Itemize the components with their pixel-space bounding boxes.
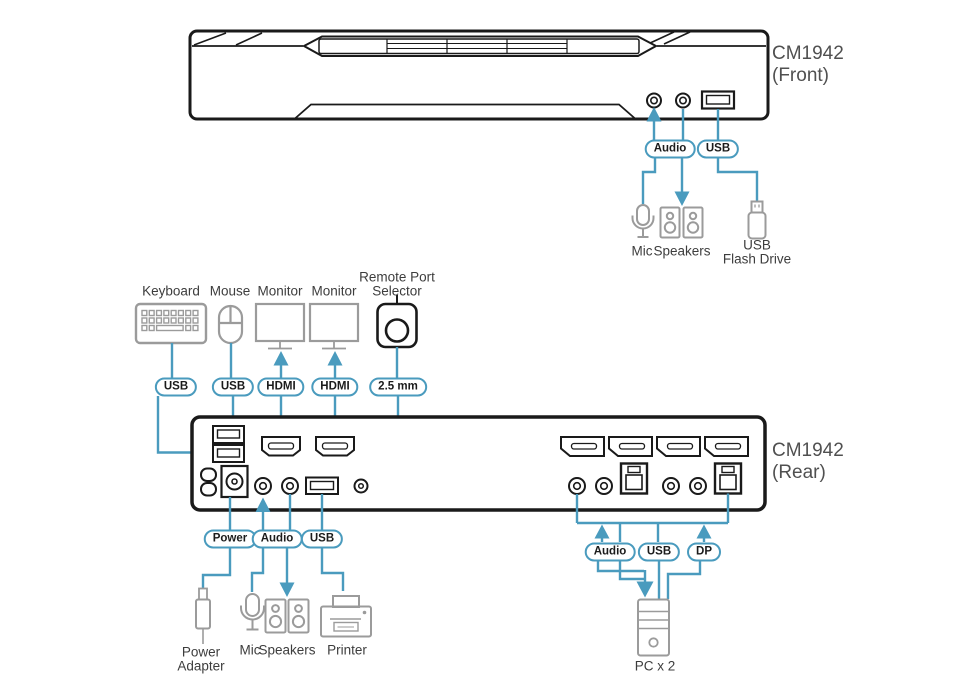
label-pc-x2: PC x 2: [634, 658, 676, 674]
label-monitor-2: Monitor: [311, 283, 357, 299]
remote-port-selector-icon: [376, 295, 418, 349]
pill-pc-usb: USB: [637, 542, 681, 562]
pill-pc-dp: DP: [687, 542, 721, 562]
label-front-mic: Mic: [631, 243, 653, 259]
front-title: CM1942 (Front): [772, 43, 844, 87]
front-audio-jacks: [646, 92, 691, 109]
label-flash-drive-1: USB: [743, 237, 771, 253]
rear-displayport-ports: [560, 436, 749, 457]
label-front-speakers: Speakers: [653, 243, 711, 259]
power-adapter-icon: [195, 587, 211, 644]
rear-left-lower-ports: [200, 464, 369, 499]
pill-mouse-usb: USB: [211, 377, 255, 397]
monitor-icon-2: [308, 302, 360, 350]
rear-bottom-left-lines: [201, 494, 345, 592]
pill-front-audio: Audio: [644, 139, 696, 159]
front-title-model: CM1942: [772, 43, 844, 64]
pill-front-usb: USB: [696, 139, 740, 159]
usb-flash-drive-icon: [747, 200, 767, 240]
speakers-icon-rear: [264, 598, 310, 634]
front-arrowheads: [646, 107, 690, 206]
rear-right-arrowheads: [594, 524, 712, 598]
label-power-adapter-1: Power: [181, 644, 221, 660]
rear-bottom-left-arrowheads: [255, 497, 295, 597]
mouse-icon: [217, 304, 244, 345]
rear-right-lines: [575, 493, 730, 599]
rear-title: CM1942 (Rear): [772, 440, 844, 484]
label-power-adapter-2: Adapter: [177, 658, 225, 674]
rear-chassis: [190, 415, 767, 512]
label-remote-port-1: Remote Port: [359, 269, 435, 285]
rear-title-view: (Rear): [772, 462, 826, 483]
pill-power: Power: [203, 529, 257, 549]
pill-keyboard-usb: USB: [154, 377, 198, 397]
label-rear-speakers: Speakers: [258, 642, 316, 658]
front-chassis: [188, 29, 770, 121]
pill-25mm-jack: 2.5 mm: [369, 377, 427, 397]
label-printer: Printer: [327, 642, 367, 658]
pill-pc-audio: Audio: [584, 542, 636, 562]
rear-hdmi-ports: [261, 436, 355, 457]
rear-usb-hub-ports: [212, 425, 245, 463]
pc-tower-icon: [637, 598, 670, 657]
label-flash-drive-2: Flash Drive: [722, 251, 792, 267]
front-title-view: (Front): [772, 65, 829, 86]
speakers-icon-front: [659, 206, 704, 239]
monitor-icon-1: [254, 302, 306, 350]
pill-hdmi-2: HDMI: [311, 377, 359, 397]
front-usb-port: [700, 90, 736, 110]
rear-title-model: CM1942: [772, 440, 844, 461]
printer-icon: [320, 595, 372, 638]
label-keyboard: Keyboard: [142, 283, 200, 299]
label-remote-port-2: Selector: [372, 283, 422, 299]
mic-icon-rear: [240, 593, 265, 631]
label-rear-mic: Mic: [239, 642, 261, 658]
pill-rear-usb: USB: [300, 529, 344, 549]
pill-rear-audio: Audio: [251, 529, 303, 549]
mic-icon-front: [631, 204, 655, 238]
pill-hdmi-1: HDMI: [257, 377, 305, 397]
label-monitor-1: Monitor: [257, 283, 303, 299]
front-connector-lines: [641, 109, 759, 204]
label-mouse: Mouse: [209, 283, 251, 299]
keyboard-icon: [134, 302, 208, 345]
